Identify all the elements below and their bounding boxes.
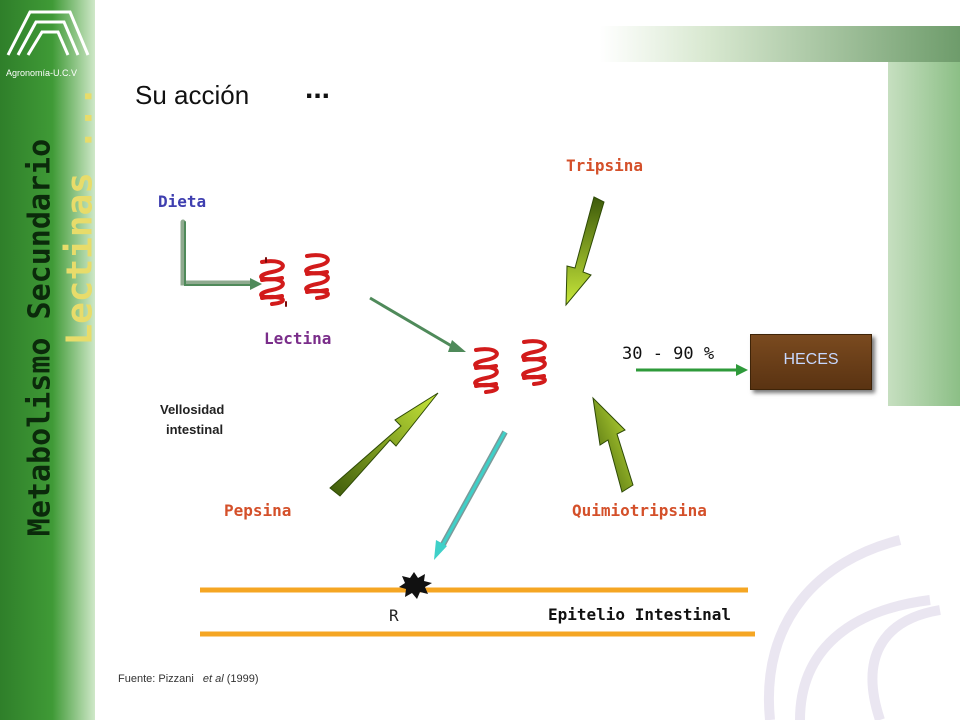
source-citation: Fuente: Pizzani et al (1999) [118, 673, 259, 685]
heces-arrow [636, 364, 748, 376]
sidebar [0, 0, 95, 720]
top-decor-bar [600, 26, 960, 62]
right-decor-bar [888, 62, 960, 406]
title-ellipsis: ... [305, 72, 331, 105]
brand-label: Agronomía-U.C.V [6, 68, 78, 78]
quimiotripsina-label: Quimiotripsina [572, 501, 707, 520]
page-title: Su acción [135, 80, 250, 110]
lectina-label: Lectina [264, 329, 332, 348]
ucv-logo-icon [6, 10, 90, 56]
tripsina-label: Tripsina [566, 156, 644, 175]
receptor-icon [399, 572, 432, 599]
percentage-label: 30 - 90 % [622, 344, 715, 364]
receptor-arrow [434, 430, 508, 560]
vellosidad-label-line1: Vellosidad [160, 402, 225, 417]
vellosidad-label-line2: intestinal [166, 422, 224, 437]
heces-box: HECES [750, 334, 872, 390]
epitelio-label: Epitelio Intestinal [548, 605, 732, 624]
source-year: (1999) [226, 673, 259, 685]
receptor-label: R [389, 606, 399, 625]
pepsina-label: Pepsina [224, 501, 292, 520]
source-etal: et al [202, 673, 224, 685]
lectina-arrow [369, 296, 466, 352]
heces-label: HECES [783, 351, 839, 368]
center-lectin-helix-icon [473, 339, 547, 394]
lectina-helix-icon [259, 253, 330, 307]
dieta-label: Dieta [158, 192, 207, 211]
watermark-icon [763, 535, 941, 720]
quimiotripsina-arrow [592, 396, 634, 493]
pepsina-arrow [329, 392, 439, 497]
source-prefix: Fuente: Pizzani [118, 673, 194, 685]
tripsina-arrow [565, 196, 605, 307]
dieta-arrow [180, 219, 262, 290]
